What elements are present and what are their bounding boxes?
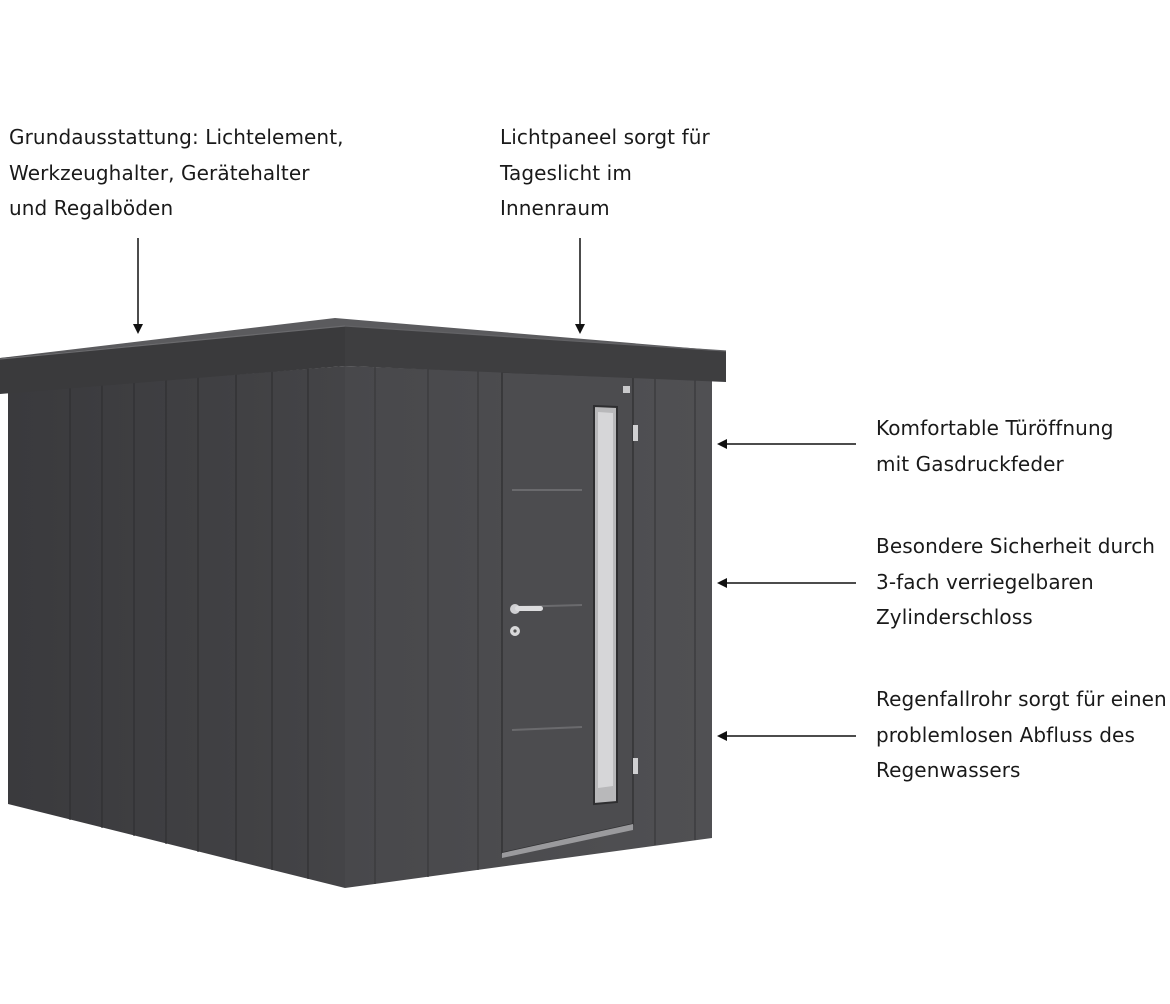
- annotation-line: Tageslicht im: [500, 160, 632, 185]
- front-panel-seams: [374, 367, 696, 884]
- annotation-line: Innenraum: [500, 196, 610, 220]
- cylinder-lock-keyhole: [513, 629, 517, 633]
- annotation-line: Werkzeughalter, Gerätehalter: [9, 160, 310, 185]
- annotation-line: Grundausstattung: Lichtelement,: [9, 125, 344, 149]
- door-hinge-top: [633, 425, 638, 441]
- shed-side-wall: [8, 366, 345, 888]
- annotation-line: Komfortable Türöffnung: [876, 416, 1114, 440]
- roof-fascia-side: [0, 326, 345, 394]
- vent-icon: [623, 386, 630, 393]
- annotation-line: Besondere Sicherheit durch: [876, 534, 1156, 558]
- side-panel-seams: [69, 368, 309, 879]
- annotation-door-opening: Komfortable Türöffnung mit Gasdruckfeder: [876, 411, 1114, 482]
- annotation-light-panel: Lichtpaneel sorgt für Tageslicht im Inne…: [500, 120, 710, 227]
- annotation-line: mit Gasdruckfeder: [876, 451, 1064, 476]
- roof-edge-highlight: [0, 325, 346, 360]
- door-groove-bottom: [511, 726, 583, 731]
- annotation-line: Zylinderschloss: [876, 605, 1033, 629]
- door-threshold: [502, 824, 633, 858]
- annotation-equipment: Grundausstattung: Lichtelement, Werkzeug…: [9, 120, 344, 227]
- annotation-line: problemlosen Abfluss des: [876, 722, 1135, 747]
- annotation-line: Lichtpaneel sorgt für: [500, 125, 710, 149]
- annotation-rain-gutter: Regenfallrohr sorgt für einen problemlos…: [876, 682, 1167, 789]
- roof-fascia-front: [345, 326, 726, 382]
- annotation-line: 3-fach verriegelbaren: [876, 569, 1094, 594]
- annotation-line: und Regalböden: [9, 196, 174, 220]
- door-hinge-bottom: [633, 758, 638, 774]
- door-light-panel-inner: [598, 412, 613, 788]
- annotation-line: Regenfallrohr sorgt für einen: [876, 687, 1167, 711]
- annotation-security-lock: Besondere Sicherheit durch 3-fach verrie…: [876, 529, 1155, 636]
- door-handle: [510, 604, 543, 614]
- roof-edge-highlight-front: [344, 325, 727, 352]
- annotation-line: Regenwassers: [876, 758, 1021, 782]
